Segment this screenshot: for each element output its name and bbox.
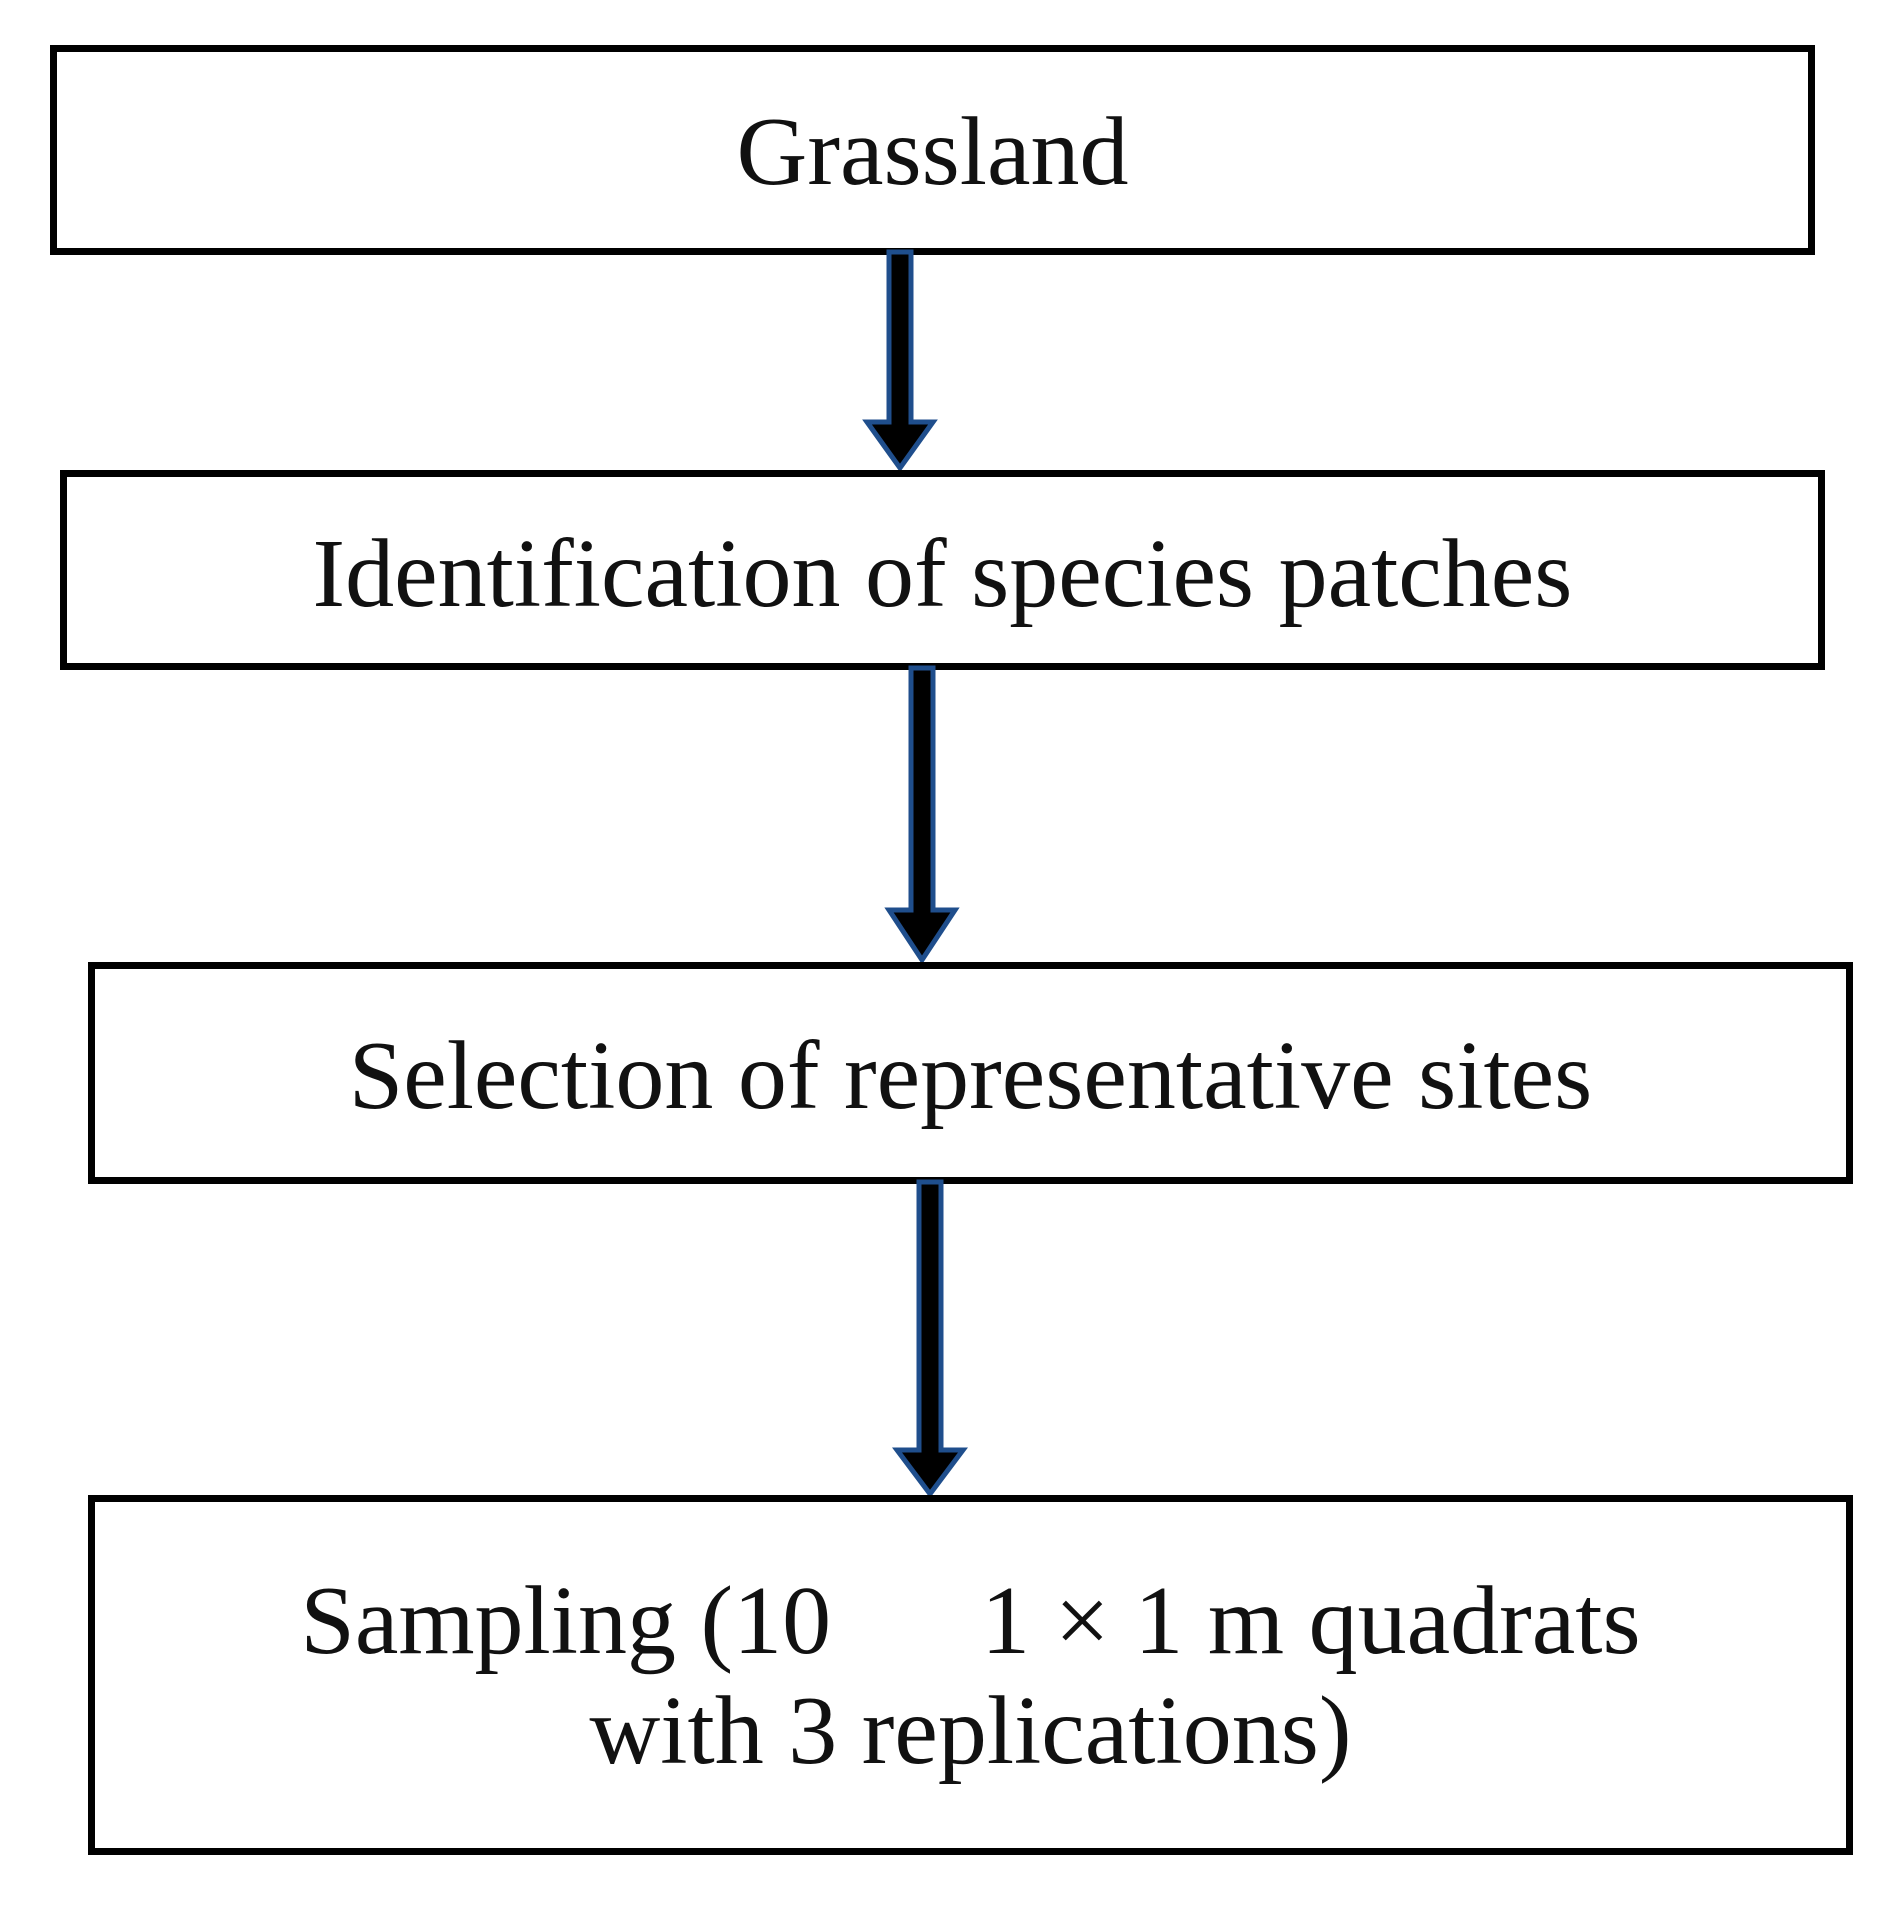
step-identification-label: Identification of species patches	[312, 520, 1573, 629]
step-sampling-line1-part2: 1 × 1 m quadrats	[981, 1567, 1641, 1676]
step-sampling-line1-part1: Sampling (10	[300, 1567, 832, 1676]
arrow-2-down	[884, 665, 960, 965]
arrow-2-shaft	[884, 665, 960, 965]
step-grassland-box: Grassland	[50, 45, 1815, 255]
step-grassland-label: Grassland	[736, 98, 1129, 207]
step-selection-label: Selection of representative sites	[348, 1022, 1593, 1131]
arrow-3-down	[892, 1179, 968, 1499]
step-selection-box: Selection of representative sites	[88, 962, 1853, 1184]
step-sampling-label: Sampling (10 1 × 1 m quadrats with 3 repl…	[300, 1563, 1640, 1787]
arrow-1-shaft	[862, 249, 938, 473]
arrow-3-shaft	[892, 1179, 968, 1499]
step-sampling-line2: with 3 replications)	[589, 1677, 1352, 1785]
step-identification-box: Identification of species patches	[60, 470, 1825, 670]
arrow-1-down	[862, 249, 938, 473]
step-sampling-box: Sampling (10 1 × 1 m quadrats with 3 repl…	[88, 1495, 1853, 1855]
